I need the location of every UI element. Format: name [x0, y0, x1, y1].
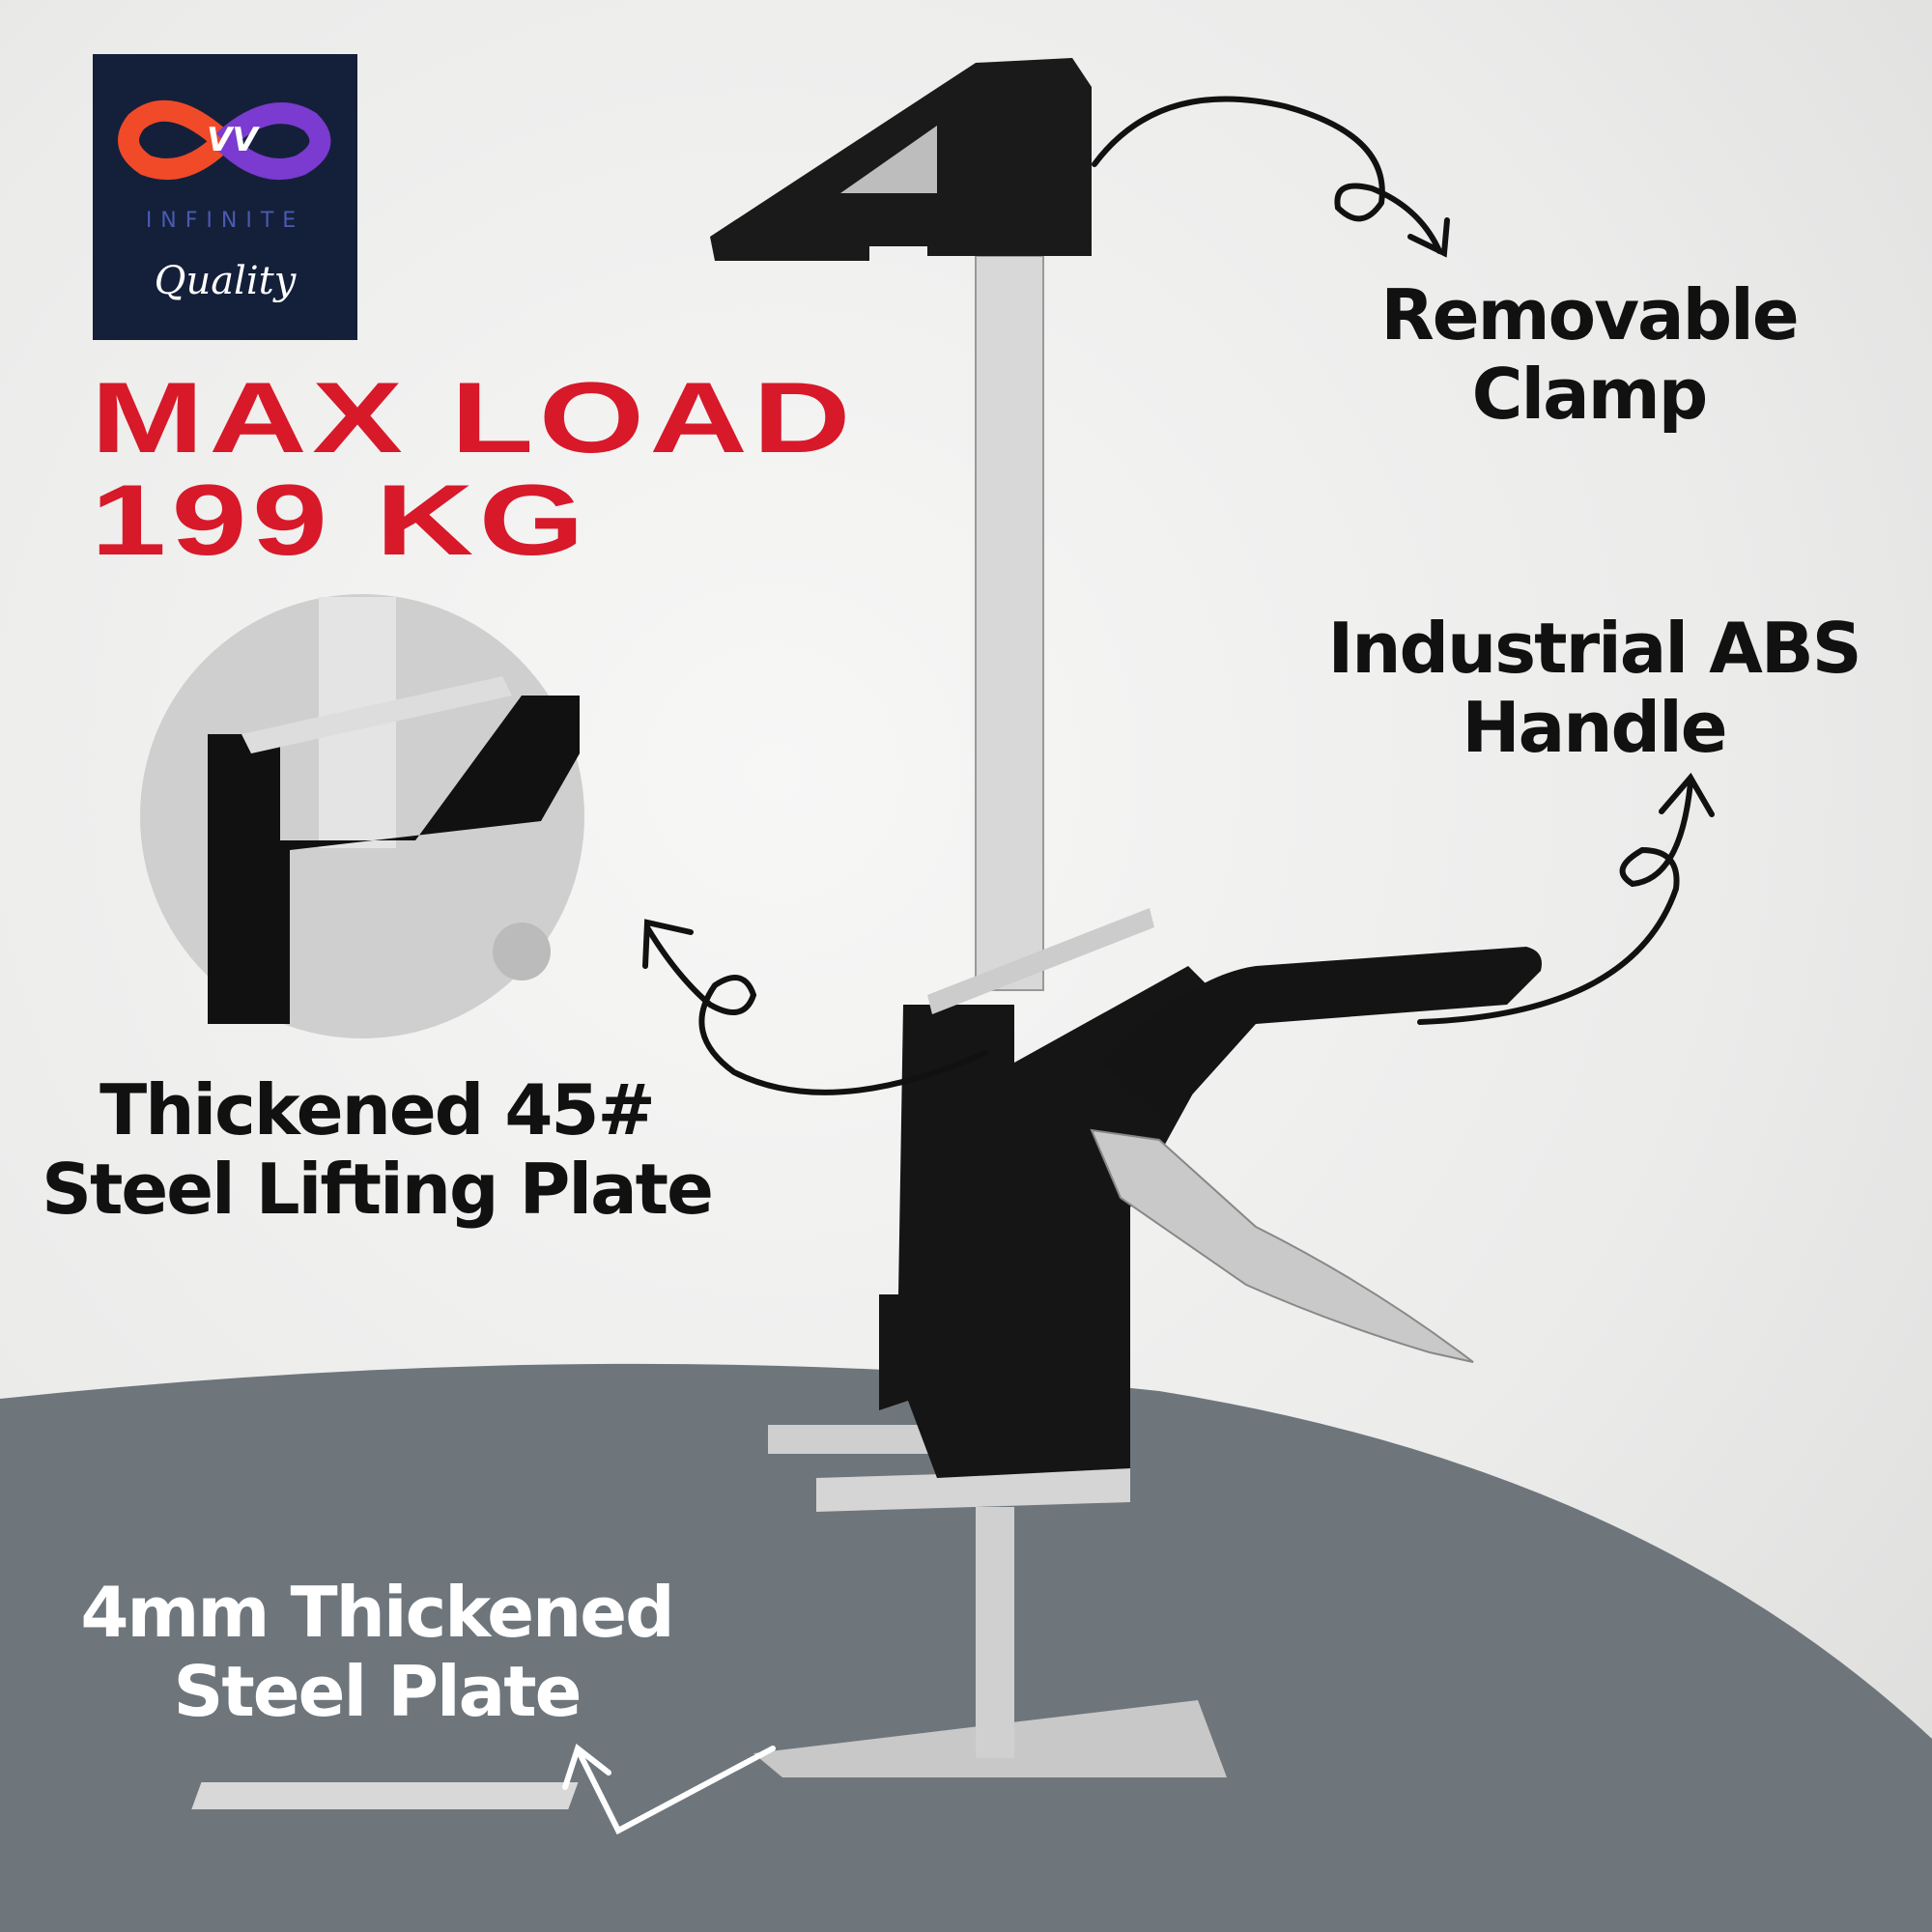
- headline-line2: 199 KG: [91, 465, 590, 577]
- feature-line: Clamp: [1471, 354, 1709, 435]
- feature-line: Removable: [1380, 274, 1799, 355]
- logo-tagline: Quality: [154, 259, 297, 303]
- infinity-logo-icon: VV: [118, 99, 331, 181]
- feature-line: 4mm Thickened: [80, 1572, 674, 1653]
- feature-line: Thickened 45#: [99, 1069, 656, 1151]
- feature-lifting-plate: Thickened 45# Steel Lifting Plate: [19, 1070, 734, 1229]
- svg-text:VV: VV: [207, 121, 260, 159]
- ruler-bar: [975, 255, 1044, 991]
- handle-arrow-icon: [1417, 780, 1693, 1025]
- abs-handle: [1101, 947, 1542, 1121]
- upper-plates: [768, 1425, 1130, 1512]
- feature-line: Steel Lifting Plate: [42, 1149, 714, 1230]
- feature-line: Steel Plate: [173, 1651, 582, 1732]
- clamp-arrow-icon: [1092, 96, 1442, 254]
- feature-line: Handle: [1462, 687, 1727, 768]
- headline-line1: MAX LOAD: [91, 362, 856, 474]
- feature-line: Industrial ABS: [1327, 608, 1861, 689]
- detail-inset-image: [140, 594, 584, 1038]
- callout-arrows: [642, 96, 1715, 1095]
- lifting-plate-arrow-icon: [644, 924, 988, 1095]
- feature-abs-handle: Industrial ABS Handle: [1304, 609, 1884, 767]
- feature-removable-clamp: Removable Clamp: [1352, 275, 1826, 434]
- max-load-headline: MAX LOAD 199 KG: [91, 367, 856, 572]
- brand-logo: VV INFINITE Quality: [93, 54, 357, 340]
- feature-steel-plate: 4mm Thickened Steel Plate: [39, 1573, 715, 1731]
- base-plate: [191, 1507, 1227, 1809]
- steel-plate-arrow-icon: [577, 1746, 776, 1835]
- steel-lever: [1090, 1128, 1474, 1363]
- logo-brand-text: INFINITE: [145, 209, 305, 233]
